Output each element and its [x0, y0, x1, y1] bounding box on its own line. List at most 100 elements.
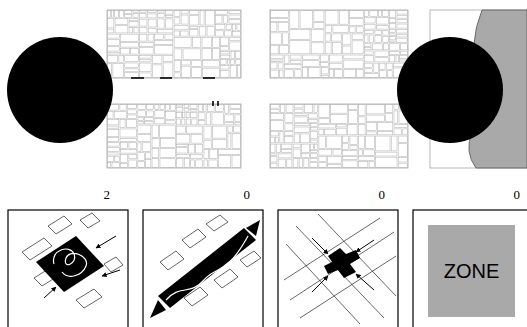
parcel [174, 31, 179, 36]
parcel [138, 105, 146, 110]
parcel [293, 149, 300, 157]
parcel [278, 22, 288, 31]
parcel [108, 47, 120, 51]
parcel [327, 156, 341, 163]
parcel [294, 134, 299, 143]
parcel [166, 111, 176, 119]
parcel [290, 55, 301, 59]
parcel [148, 19, 156, 27]
parcel [401, 51, 408, 54]
parcel [181, 15, 188, 24]
parcel [204, 150, 209, 159]
parcel [366, 122, 376, 130]
parcel [233, 24, 236, 30]
parcel [271, 157, 277, 162]
parcel [146, 153, 151, 158]
parcel [401, 44, 408, 50]
parcel [203, 68, 220, 77]
parcel [350, 11, 364, 18]
parcel [165, 34, 173, 39]
parcel [311, 29, 324, 41]
parcel [174, 49, 182, 59]
parcel [343, 34, 351, 45]
parcel [203, 60, 220, 66]
parcel [331, 34, 341, 41]
parcel [204, 140, 211, 148]
parcel [230, 42, 241, 50]
parcel [390, 44, 400, 50]
parcel [152, 55, 162, 63]
parcel [304, 159, 309, 168]
parcel [279, 45, 288, 53]
parcel [301, 154, 309, 158]
parcel [113, 63, 124, 77]
parcel [152, 65, 162, 78]
parcel [376, 18, 388, 25]
parcel [271, 105, 280, 109]
parcel [233, 32, 241, 37]
parcel [177, 148, 188, 153]
parcel [271, 45, 279, 53]
parcel [108, 156, 114, 161]
parcel [290, 11, 299, 29]
parcel [394, 111, 398, 124]
parcel [154, 45, 173, 54]
parcel [282, 144, 292, 148]
parcel [232, 156, 240, 168]
parcel [155, 111, 165, 118]
parcel [366, 136, 375, 149]
parcel [152, 125, 158, 137]
parcel [294, 117, 307, 122]
parcel [237, 66, 240, 78]
parcel [126, 119, 136, 127]
parcel [379, 63, 385, 69]
parcel [228, 133, 231, 148]
parcel [284, 70, 293, 78]
parcel [271, 131, 279, 135]
parcel [390, 41, 396, 43]
parcel [219, 156, 231, 168]
parcel [286, 105, 293, 113]
parcel [315, 144, 318, 149]
parcel [337, 128, 347, 135]
parcel [165, 11, 172, 15]
parcel [224, 31, 231, 36]
parcel [236, 51, 241, 58]
parcel [319, 129, 324, 135]
parcel [383, 44, 388, 50]
callout-number: 2 [104, 188, 111, 201]
parcel [160, 159, 175, 168]
parcel [278, 159, 285, 167]
parcel [397, 24, 407, 28]
parcel [174, 11, 180, 17]
parcel [121, 154, 128, 162]
parcel [394, 129, 402, 135]
parcel [112, 11, 114, 18]
parcel [397, 19, 407, 22]
callout-number: 0 [379, 188, 386, 201]
parcel [138, 153, 145, 161]
parcel [376, 25, 388, 29]
parcel [125, 11, 132, 14]
parcel [192, 60, 202, 66]
parcel [390, 37, 396, 40]
parcel [198, 121, 205, 125]
parcel [343, 46, 351, 54]
plan-block [107, 10, 241, 78]
parcel [271, 11, 289, 18]
parcel [184, 105, 189, 108]
parcel [140, 63, 151, 72]
parcel [183, 49, 201, 59]
parcel [190, 160, 194, 167]
parcel [202, 49, 211, 60]
parcel [225, 123, 234, 125]
parcel [228, 126, 233, 132]
parcel [204, 160, 208, 167]
parcel [276, 144, 280, 153]
parcel [325, 11, 338, 25]
parcel [231, 51, 234, 58]
parcel [302, 68, 307, 78]
parcel [366, 132, 376, 135]
parcel [397, 38, 408, 42]
dashes [131, 78, 218, 106]
